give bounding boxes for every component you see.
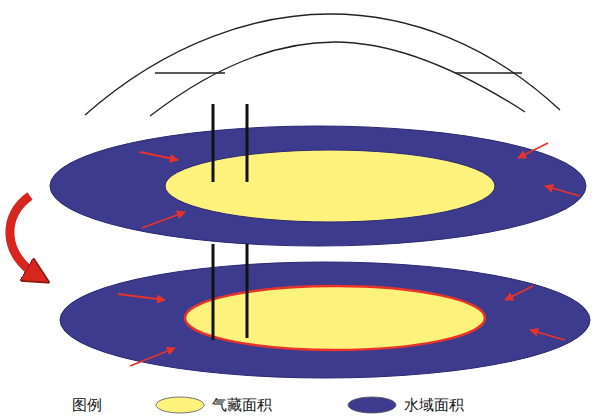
legend-text: 水域面积 [404, 396, 464, 414]
water-invasion-arrows [118, 143, 580, 366]
water-area [50, 126, 586, 246]
legend-text: 气藏面积 [212, 396, 272, 414]
legend-swatch [156, 397, 204, 413]
wells [213, 104, 247, 340]
water-area [60, 262, 590, 378]
gas-area-shrunk [185, 286, 485, 350]
anticline-section [85, 14, 560, 116]
change-arrow [10, 196, 38, 276]
legend-heading: 图例 [72, 396, 102, 414]
legend-swatch [348, 397, 396, 413]
